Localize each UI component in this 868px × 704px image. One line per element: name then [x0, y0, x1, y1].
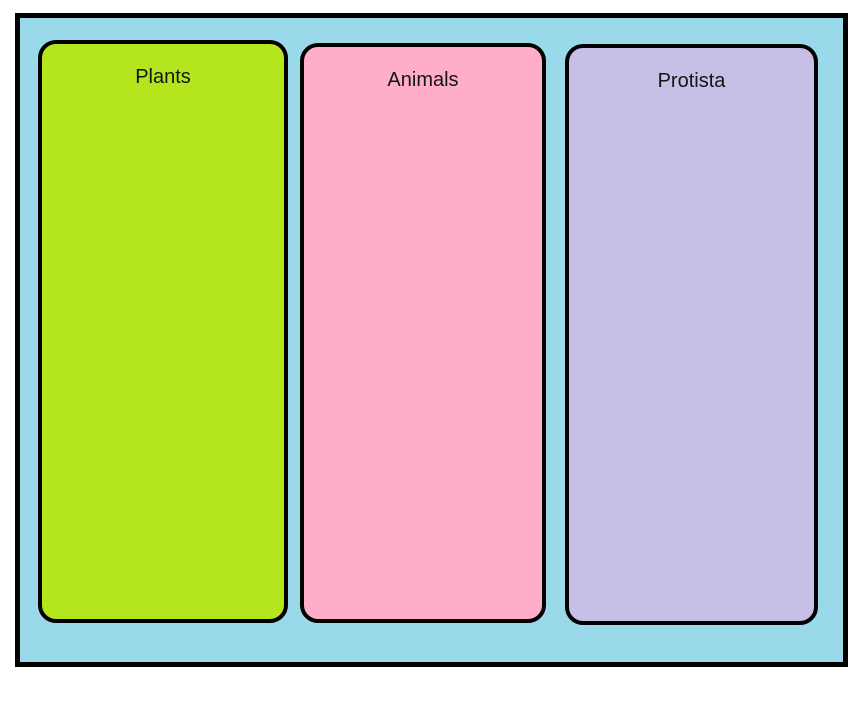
category-panel-plants: Plants: [38, 40, 288, 623]
category-label-animals: Animals: [387, 69, 459, 91]
category-label-protista: Protista: [657, 70, 726, 92]
category-panel-protista: Protista: [565, 44, 818, 625]
category-panel-animals: Animals: [300, 43, 546, 623]
category-board: Plants Animals Protista: [15, 13, 848, 667]
category-label-plants: Plants: [135, 66, 191, 88]
